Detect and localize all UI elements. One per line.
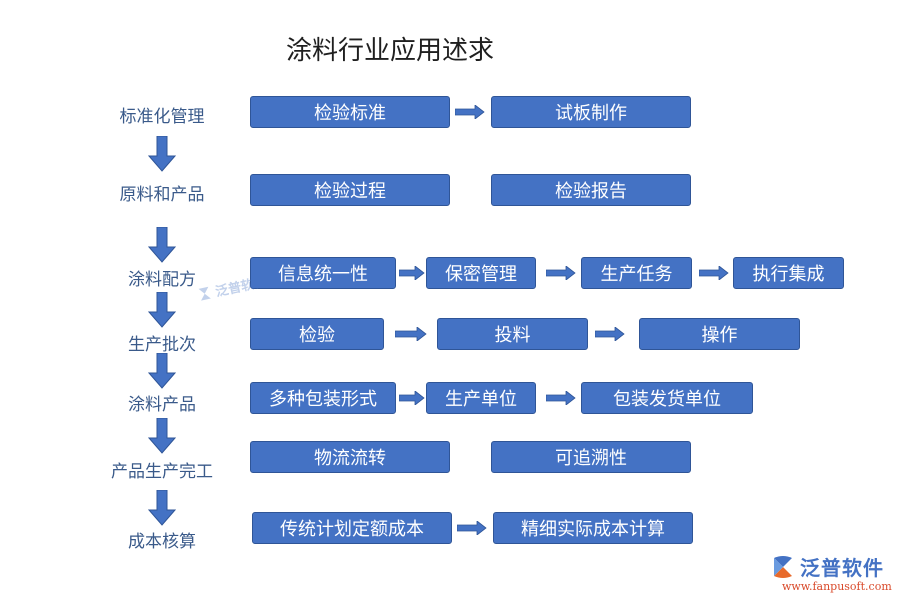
down-arrow-icon bbox=[148, 292, 176, 328]
process-box: 生产任务 bbox=[581, 257, 692, 289]
process-box: 保密管理 bbox=[426, 257, 536, 289]
process-box: 精细实际成本计算 bbox=[493, 512, 693, 544]
process-box: 操作 bbox=[639, 318, 800, 350]
process-box: 试板制作 bbox=[491, 96, 691, 128]
process-box: 检验过程 bbox=[250, 174, 450, 206]
stage-label: 生产批次 bbox=[128, 335, 196, 355]
right-arrow-icon bbox=[699, 266, 729, 280]
right-arrow-icon bbox=[546, 266, 576, 280]
right-arrow-icon bbox=[395, 327, 427, 341]
down-arrow-icon bbox=[148, 490, 176, 526]
right-arrow-icon bbox=[595, 327, 625, 341]
process-box: 执行集成 bbox=[733, 257, 844, 289]
right-arrow-icon bbox=[546, 391, 576, 405]
brand-logo: 泛普软件 bbox=[770, 552, 884, 581]
stage-label: 成本核算 bbox=[128, 532, 196, 552]
stage-label: 涂料配方 bbox=[128, 270, 196, 290]
process-box: 检验 bbox=[250, 318, 384, 350]
process-box: 多种包装形式 bbox=[250, 382, 396, 414]
stage-label: 原料和产品 bbox=[119, 185, 205, 205]
stage-label: 标准化管理 bbox=[119, 107, 205, 127]
down-arrow-icon bbox=[148, 418, 176, 454]
stage-label: 产品生产完工 bbox=[111, 462, 213, 482]
process-box: 可追溯性 bbox=[491, 441, 691, 473]
diagram-title: 涂料行业应用述求 bbox=[286, 36, 495, 66]
right-arrow-icon bbox=[457, 521, 487, 535]
down-arrow-icon bbox=[148, 136, 176, 172]
brand-url: www.fanpusoft.com bbox=[782, 580, 892, 593]
fanpu-logo-icon bbox=[774, 555, 792, 578]
process-box: 包装发货单位 bbox=[581, 382, 753, 414]
down-arrow-icon bbox=[148, 353, 176, 389]
process-box: 检验报告 bbox=[491, 174, 691, 206]
brand-name: 泛普软件 bbox=[800, 556, 884, 580]
process-box: 信息统一性 bbox=[250, 257, 396, 289]
process-box: 投料 bbox=[437, 318, 588, 350]
process-box: 传统计划定额成本 bbox=[252, 512, 452, 544]
fanpu-logo-icon bbox=[198, 286, 211, 301]
stage-label: 涂料产品 bbox=[128, 395, 196, 415]
right-arrow-icon bbox=[399, 391, 425, 405]
right-arrow-icon bbox=[455, 105, 485, 119]
process-box: 检验标准 bbox=[250, 96, 450, 128]
process-box: 物流流转 bbox=[250, 441, 450, 473]
right-arrow-icon bbox=[399, 266, 425, 280]
process-box: 生产单位 bbox=[426, 382, 536, 414]
down-arrow-icon bbox=[148, 227, 176, 263]
watermark: 泛普软件 bbox=[195, 271, 268, 304]
